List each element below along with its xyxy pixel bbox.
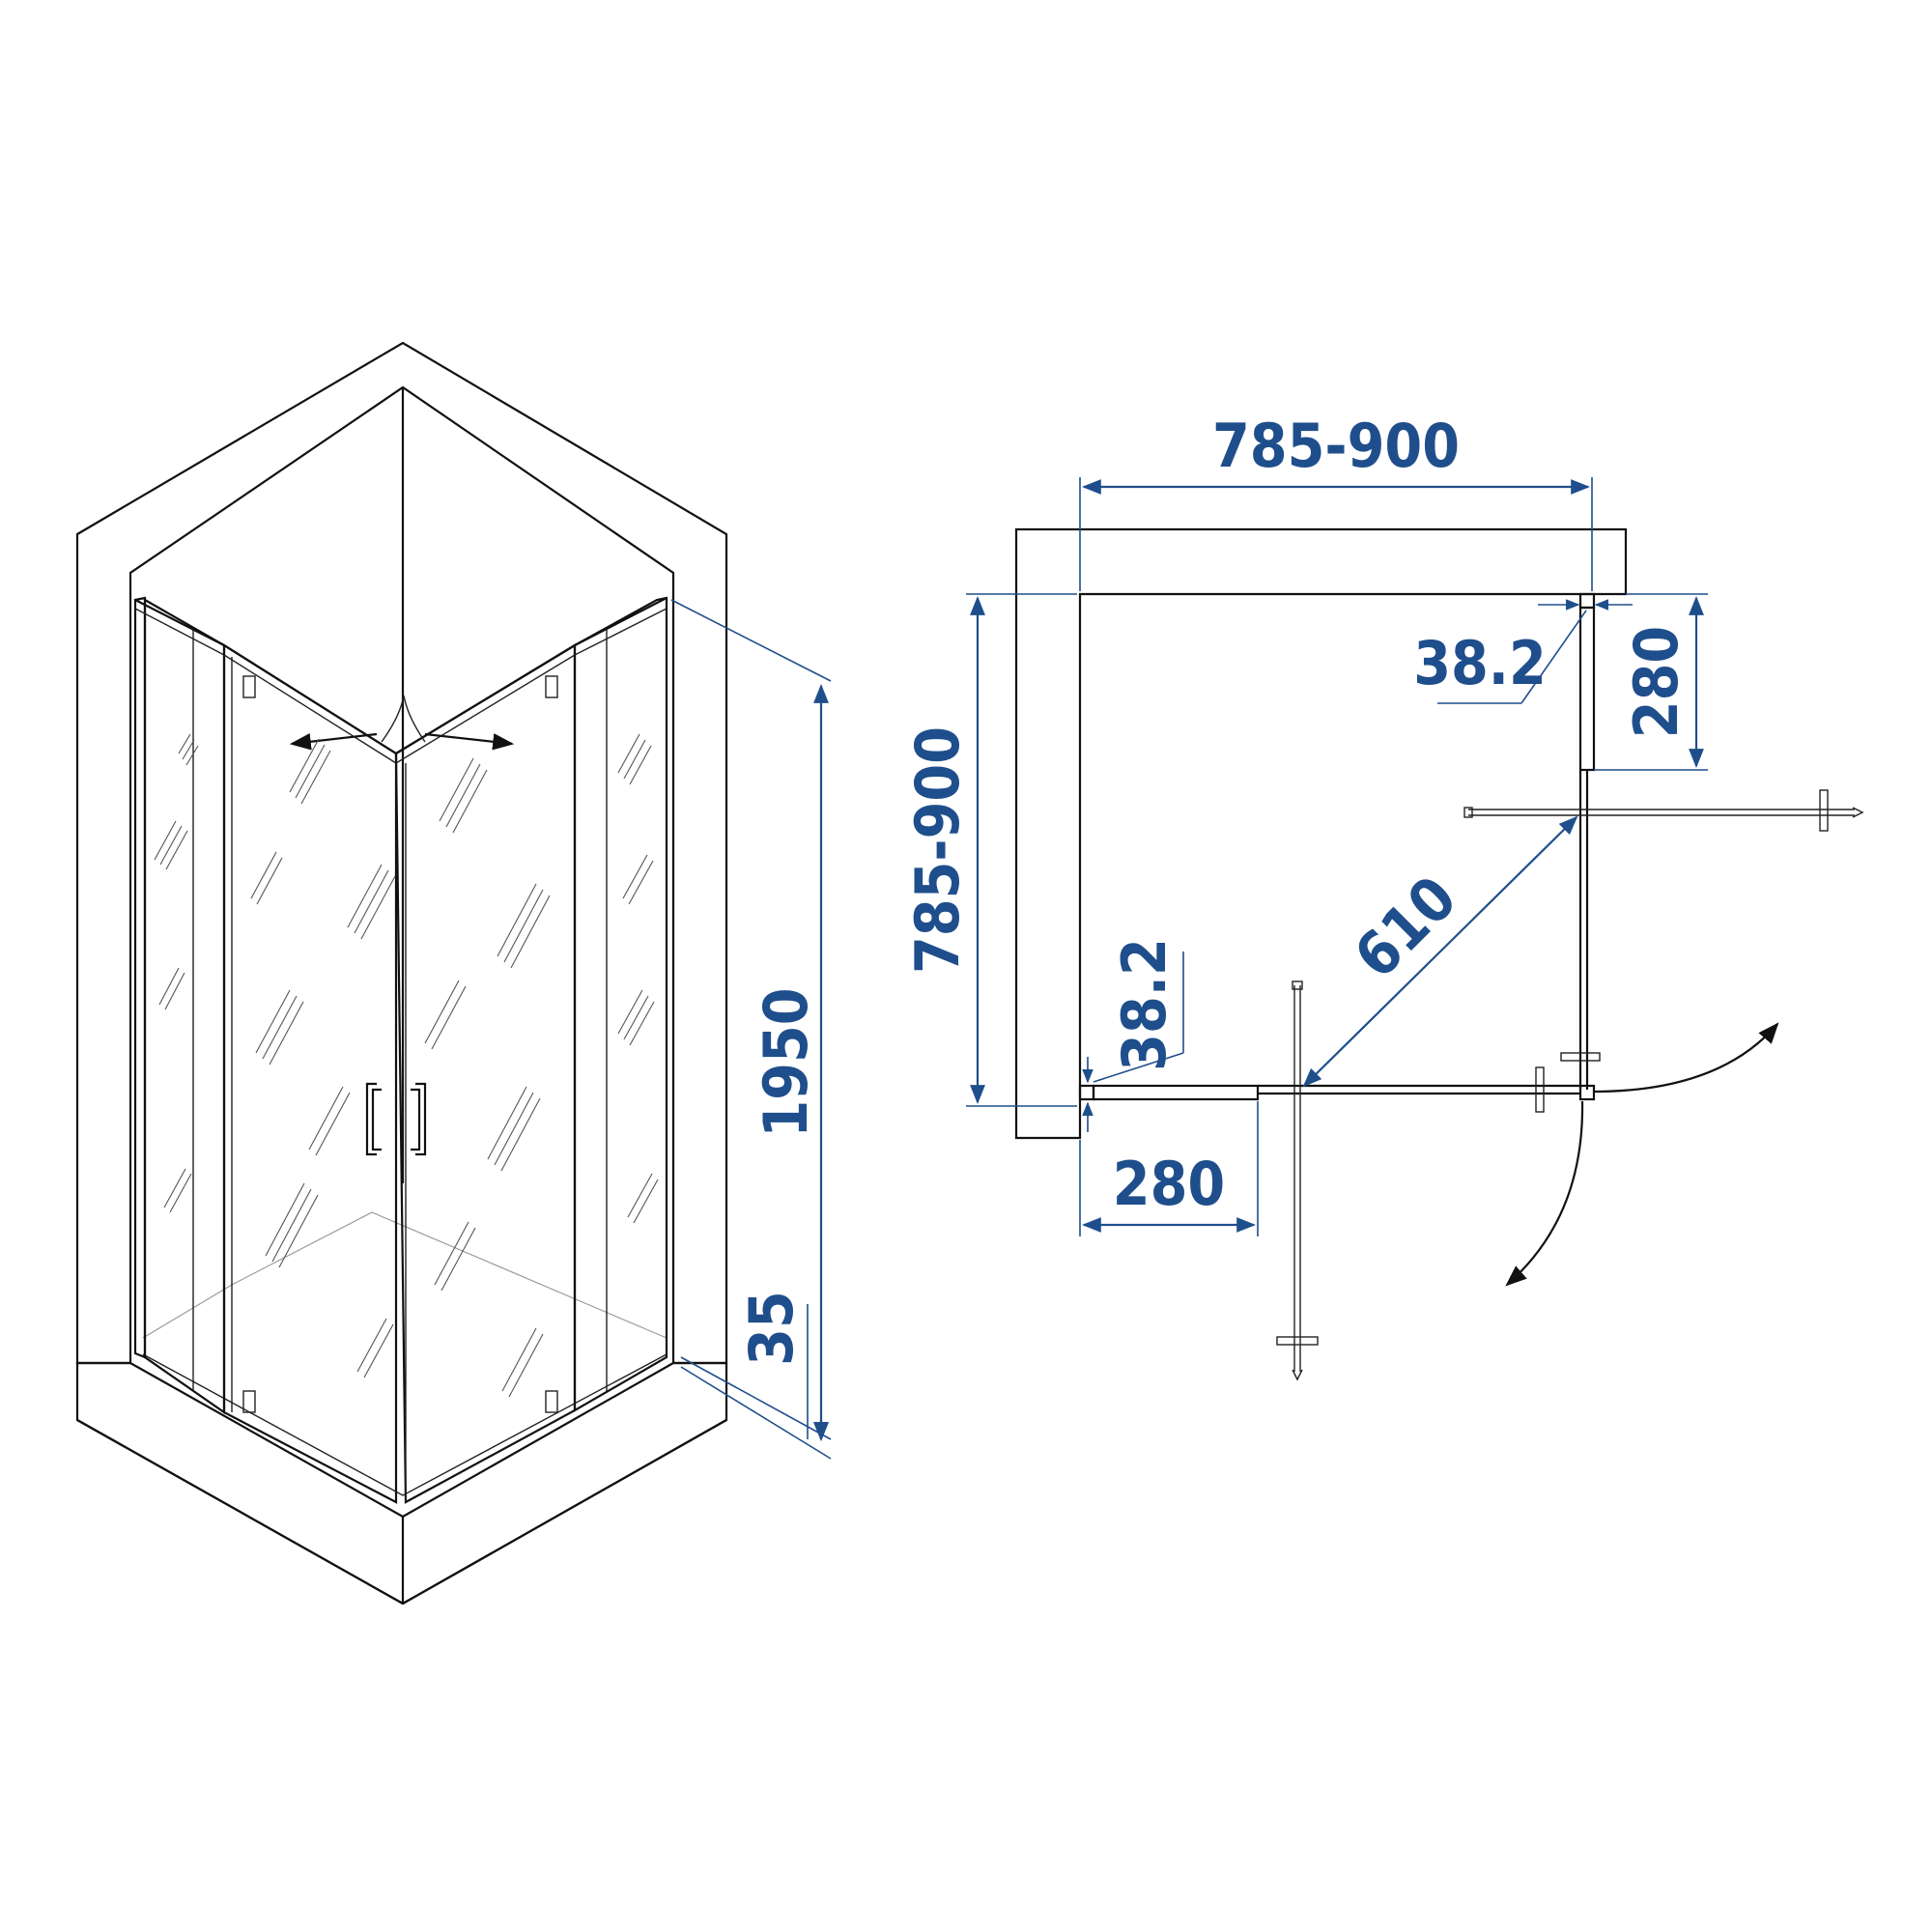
left-door-panel <box>222 643 398 1504</box>
plan-walls <box>1014 527 1628 1140</box>
door-opening-dimension-label: 610 <box>1341 863 1470 992</box>
depth-dimension: 785-900 <box>902 593 1077 1107</box>
fixed-panel-right-dimension: 280 <box>1594 593 1708 771</box>
glass-reflections <box>154 733 659 1398</box>
right-door-panel <box>394 643 577 1504</box>
depth-dimension-label: 785-900 <box>902 726 973 974</box>
profile-top-dimension: 38.2 <box>1413 599 1633 704</box>
profile-left-dimension-label: 38.2 <box>1109 938 1179 1071</box>
top-corner-frame <box>134 597 668 755</box>
profile-top-dimension-label: 38.2 <box>1413 628 1547 698</box>
tray-height-dimension-label: 35 <box>736 1291 807 1366</box>
fixed-panel-bottom-dimension-label: 280 <box>1113 1149 1225 1219</box>
plan-view: 785-900 785-900 38.2 280 <box>902 411 1864 1381</box>
isometric-view: 1950 35 <box>75 341 832 1605</box>
fixed-panel-right-dimension-label: 280 <box>1621 626 1691 738</box>
shower-tray <box>75 1211 728 1605</box>
width-dimension-label: 785-900 <box>1212 411 1460 481</box>
height-dimension: 1950 <box>751 684 829 1441</box>
right-fixed-panel <box>573 596 668 1412</box>
plan-handles <box>1276 789 1864 1381</box>
profile-left-dimension: 38.2 <box>1082 938 1184 1132</box>
left-fixed-panel <box>133 596 226 1415</box>
door-opening-dimension: 610 <box>1302 815 1578 1088</box>
height-dimension-label: 1950 <box>751 987 821 1137</box>
plan-door-swing-arrows <box>1505 1022 1779 1287</box>
tray-height-dimension: 35 <box>736 1291 829 1441</box>
fixed-panel-bottom-dimension: 280 <box>1079 1101 1259 1236</box>
right-door-handle-icon <box>415 1082 427 1156</box>
door-swing-arrows <box>289 732 515 751</box>
height-extension-lines <box>670 599 832 1460</box>
width-dimension: 785-900 <box>1079 411 1593 591</box>
left-door-handle-icon <box>365 1082 377 1156</box>
